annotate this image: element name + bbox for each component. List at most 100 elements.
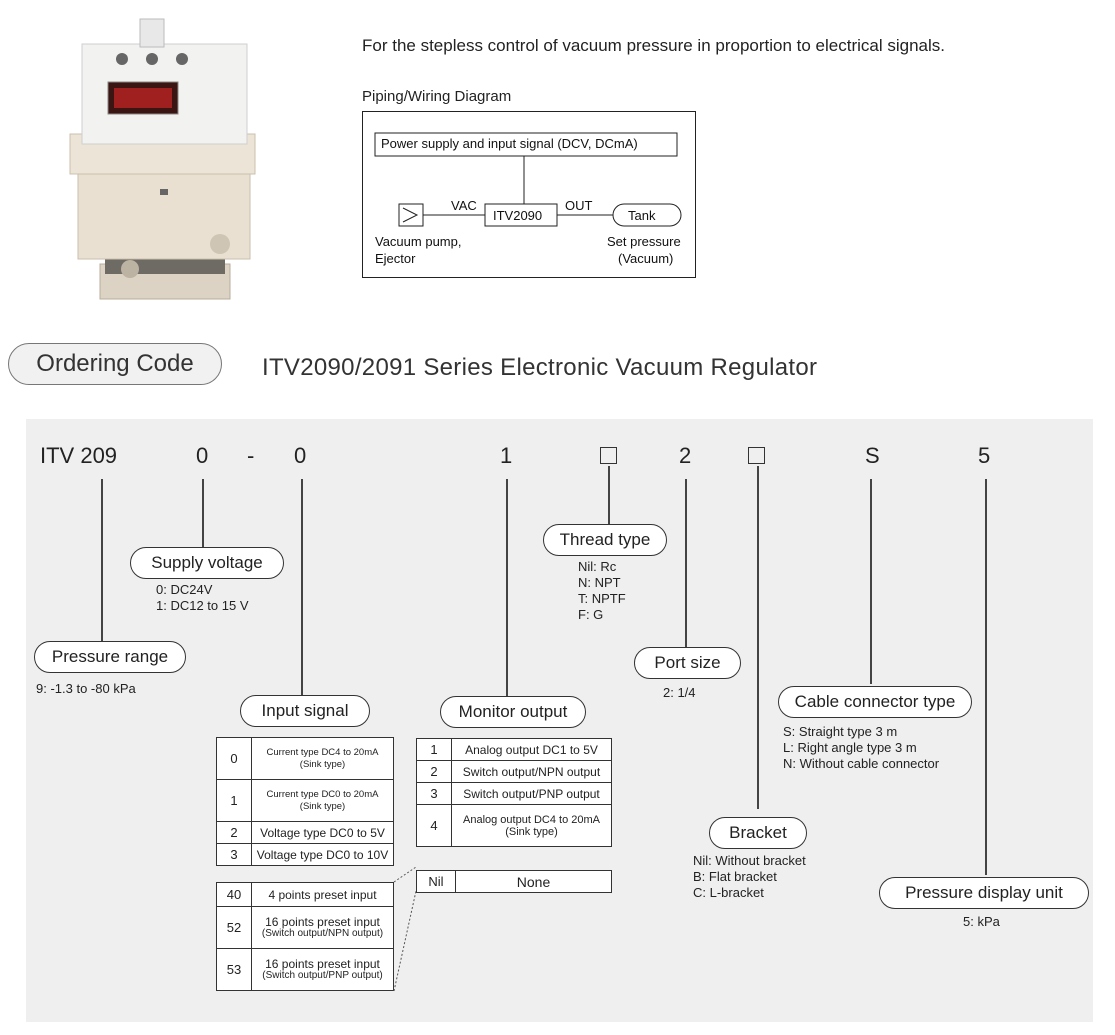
supply-voltage-opt: 1: DC12 to 15 V bbox=[156, 598, 249, 613]
preset-code: 40 bbox=[216, 882, 252, 907]
pressure-range-option: 9: -1.3 to -80 kPa bbox=[36, 681, 136, 696]
code-port-size: 2 bbox=[679, 443, 692, 468]
cable-connector-line bbox=[870, 479, 872, 684]
thread-type-opt: T: NPTF bbox=[578, 591, 626, 606]
tank-label: Tank bbox=[628, 208, 656, 223]
input-desc-note: (Sink type) bbox=[299, 758, 346, 770]
preset-desc-note: (Switch output/PNP output) bbox=[262, 969, 383, 981]
table-row: 1 Current type DC0 to 20mA(Sink type) bbox=[216, 779, 394, 822]
input-signal-pill: Input signal bbox=[240, 695, 370, 727]
table-row: 40 4 points preset input bbox=[216, 882, 394, 907]
preset-desc-line: 16 points preset input bbox=[265, 914, 380, 929]
thread-type-opt: N: NPT bbox=[578, 575, 621, 590]
set-pressure-line2: (Vacuum) bbox=[618, 251, 674, 266]
supply-voltage-opt: 0: DC24V bbox=[156, 582, 213, 597]
code-supply-voltage: 0 bbox=[196, 443, 209, 468]
pressure-range-pill: Pressure range bbox=[34, 641, 186, 673]
monitor-output-line bbox=[506, 479, 508, 697]
monitor-output-pill: Monitor output bbox=[440, 696, 586, 728]
bracket-opt: C: L-bracket bbox=[693, 885, 764, 900]
code-dash: - bbox=[247, 443, 255, 468]
table-row: 2 Switch output/NPN output bbox=[416, 760, 612, 783]
code-input-signal: 0 bbox=[294, 443, 307, 468]
monitor-nil-desc: None bbox=[455, 870, 612, 893]
preset-input-table: 40 4 points preset input 52 16 points pr… bbox=[216, 882, 394, 991]
pump-line2: Ejector bbox=[375, 251, 416, 266]
input-desc: Current type DC4 to 20mA(Sink type) bbox=[251, 737, 394, 780]
input-signal-line bbox=[301, 479, 303, 696]
table-row: 4 Analog output DC4 to 20mA(Sink type) bbox=[416, 804, 612, 847]
code-display-unit: 5 bbox=[978, 443, 991, 468]
bracket-line bbox=[757, 466, 759, 809]
monitor-desc: Switch output/PNP output bbox=[451, 782, 612, 805]
bracket-options: Nil: Without bracket B: Flat bracket C: … bbox=[693, 853, 806, 901]
cable-connector-options: S: Straight type 3 m L: Right angle type… bbox=[783, 724, 939, 772]
table-row: 52 16 points preset input(Switch output/… bbox=[216, 906, 394, 949]
preset-desc: 4 points preset input bbox=[251, 882, 394, 907]
power-supply-label: Power supply and input signal (DCV, DCmA… bbox=[381, 136, 638, 151]
product-photo bbox=[69, 18, 256, 300]
monitor-nil-table: Nil None bbox=[416, 870, 612, 893]
input-desc-note: (Sink type) bbox=[299, 800, 346, 812]
vac-label: VAC bbox=[451, 198, 477, 213]
input-desc-line: Current type DC0 to 20mA bbox=[266, 788, 379, 800]
monitor-desc: Analog output DC4 to 20mA(Sink type) bbox=[451, 804, 612, 847]
port-size-line bbox=[685, 479, 687, 647]
thread-type-pill: Thread type bbox=[543, 524, 667, 556]
supply-voltage-line bbox=[202, 479, 204, 547]
port-size-pill: Port size bbox=[634, 647, 741, 679]
diagram-lines bbox=[374, 132, 682, 227]
table-row: 2 Voltage type DC0 to 5V bbox=[216, 821, 394, 844]
monitor-desc: Analog output DC1 to 5V bbox=[451, 738, 612, 761]
dotted-leaders bbox=[393, 866, 417, 992]
bracket-opt: Nil: Without bracket bbox=[693, 853, 806, 868]
monitor-code: 3 bbox=[416, 782, 452, 805]
monitor-desc-line: Analog output DC4 to 20mA bbox=[463, 813, 600, 826]
out-label: OUT bbox=[565, 198, 593, 213]
preset-desc: 16 points preset input(Switch output/NPN… bbox=[251, 906, 394, 949]
input-signal-table: 0 Current type DC4 to 20mA(Sink type) 1 … bbox=[216, 737, 394, 866]
monitor-desc-note: (Sink type) bbox=[505, 825, 558, 838]
cable-connector-pill: Cable connector type bbox=[778, 686, 972, 718]
code-thread-type-box bbox=[600, 447, 617, 464]
thread-type-options: Nil: Rc N: NPT T: NPTF F: G bbox=[578, 559, 626, 623]
cable-connector-opt: S: Straight type 3 m bbox=[783, 724, 898, 739]
bracket-pill: Bracket bbox=[709, 817, 807, 849]
cable-connector-opt: L: Right angle type 3 m bbox=[783, 740, 917, 755]
cable-connector-opt: N: Without cable connector bbox=[783, 756, 940, 771]
set-pressure-line1: Set pressure bbox=[607, 234, 681, 249]
pressure-display-pill: Pressure display unit bbox=[879, 877, 1089, 909]
pressure-range-line bbox=[101, 479, 103, 641]
input-desc: Voltage type DC0 to 5V bbox=[251, 821, 394, 844]
pump-line1: Vacuum pump, bbox=[375, 234, 462, 249]
table-row: 0 Current type DC4 to 20mA(Sink type) bbox=[216, 737, 394, 780]
pressure-display-option: 5: kPa bbox=[963, 914, 1000, 929]
table-row: Nil None bbox=[416, 870, 612, 893]
monitor-output-table: 1 Analog output DC1 to 5V 2 Switch outpu… bbox=[416, 738, 612, 847]
thread-type-opt: Nil: Rc bbox=[578, 559, 617, 574]
preset-desc-line: 16 points preset input bbox=[265, 956, 380, 971]
thread-type-line bbox=[608, 466, 610, 524]
intro-text: For the stepless control of vacuum press… bbox=[362, 36, 945, 55]
thread-type-opt: F: G bbox=[578, 607, 604, 622]
ordering-code-badge: Ordering Code bbox=[8, 343, 222, 385]
supply-voltage-pill: Supply voltage bbox=[130, 547, 284, 579]
table-row: 3 Voltage type DC0 to 10V bbox=[216, 843, 394, 866]
monitor-desc: Switch output/NPN output bbox=[451, 760, 612, 783]
monitor-nil-code: Nil bbox=[416, 870, 456, 893]
monitor-code: 1 bbox=[416, 738, 452, 761]
monitor-code: 4 bbox=[416, 804, 452, 847]
input-desc: Voltage type DC0 to 10V bbox=[251, 843, 394, 866]
display-unit-line bbox=[985, 479, 987, 875]
series-title: ITV2090/2091 Series Electronic Vacuum Re… bbox=[262, 354, 818, 381]
input-desc-line: Current type DC4 to 20mA bbox=[266, 746, 379, 758]
code-monitor-output: 1 bbox=[500, 443, 513, 468]
port-size-option: 2: 1/4 bbox=[663, 685, 696, 700]
piping-wiring-diagram: Power supply and input signal (DCV, DCmA… bbox=[362, 111, 696, 278]
bracket-opt: B: Flat bracket bbox=[693, 869, 777, 884]
supply-voltage-options: 0: DC24V 1: DC12 to 15 V bbox=[156, 582, 249, 614]
preset-code: 52 bbox=[216, 906, 252, 949]
code-cable-connector: S bbox=[865, 443, 880, 468]
code-bracket-box bbox=[748, 447, 765, 464]
monitor-code: 2 bbox=[416, 760, 452, 783]
